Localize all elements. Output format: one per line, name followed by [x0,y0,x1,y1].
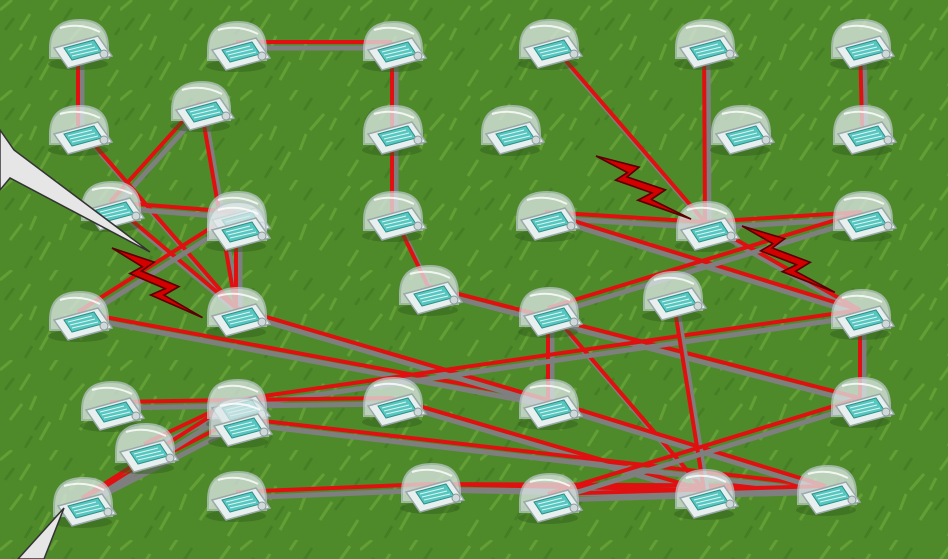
wireless-sensor-node-icon[interactable] [361,377,427,429]
network-link [235,306,553,409]
wireless-sensor-node-icon[interactable] [47,19,113,71]
wireless-sensor-node-icon[interactable] [829,19,895,71]
link-line [547,398,827,488]
wireless-sensor-node-icon[interactable] [517,379,583,431]
network-link [77,310,553,409]
link-line [547,210,863,310]
wireless-sensor-node-icon[interactable] [673,19,739,71]
wireless-sensor-node-icon[interactable] [831,105,897,157]
wireless-sensor-node-icon[interactable] [205,21,271,73]
link-shadow [551,401,865,503]
wireless-sensor-node-icon[interactable] [479,105,545,157]
wireless-sensor-node-icon[interactable] [113,423,179,475]
wireless-sensor-node-icon[interactable] [361,191,427,243]
wireless-sensor-node-icon[interactable] [517,287,583,339]
link-shadow [81,315,553,409]
wireless-sensor-node-icon[interactable] [47,291,113,343]
wireless-sensor-node-icon[interactable] [517,19,583,71]
link-shadow [551,215,867,317]
link-shadow [673,297,711,497]
wireless-sensor-node-icon[interactable] [205,287,271,339]
link-line [235,482,431,494]
wireless-sensor-node-icon[interactable] [674,201,740,253]
network-link [547,210,867,317]
wireless-sensor-node-icon[interactable] [829,289,895,341]
link-line [391,396,705,492]
callout-top-left [0,128,151,253]
link-shadow [705,45,712,229]
link-shadow [239,311,553,409]
wireless-sensor-node-icon[interactable] [205,471,271,523]
network-link [702,39,712,229]
network-link [547,396,865,503]
link-line [76,124,238,310]
wireless-sensor-node-icon[interactable] [399,463,465,515]
link-shadow [239,313,865,409]
wireless-sensor-node-icon[interactable] [361,21,427,73]
wireless-sensor-node-icon[interactable] [829,377,895,429]
wireless-sensor-node-icon[interactable] [397,265,463,317]
network-link [237,416,831,495]
wireless-sensor-node-icon[interactable] [51,477,117,529]
wireless-sensor-node-icon[interactable] [169,81,235,133]
wireless-sensor-node-icon[interactable] [205,201,271,253]
wireless-sensor-node-icon[interactable] [709,105,775,157]
network-link [235,308,865,409]
link-line [235,308,861,402]
network-link [76,124,242,316]
link-shadow [241,421,831,495]
link-line [546,38,707,224]
link-line [237,416,827,488]
link-line [702,39,707,223]
wireless-sensor-node-icon[interactable] [673,469,739,521]
network-link [546,38,711,230]
link-line [235,306,549,402]
callout-bottom-left [16,507,65,559]
wireless-sensor-node-icon[interactable] [641,271,707,323]
wireless-sensor-node-icon[interactable] [517,473,583,525]
wireless-sensor-node-icon[interactable] [361,105,427,157]
wireless-sensor-node-icon[interactable] [47,105,113,157]
link-shadow [395,401,709,499]
link-line [547,396,861,496]
wireless-sensor-node-icon[interactable] [831,191,897,243]
wireless-sensor-node-icon[interactable] [795,465,861,517]
network-link [391,396,709,499]
wireless-sensor-node-icon[interactable] [207,397,273,449]
wireless-sensor-node-icon[interactable] [514,191,580,243]
link-line [77,310,549,402]
